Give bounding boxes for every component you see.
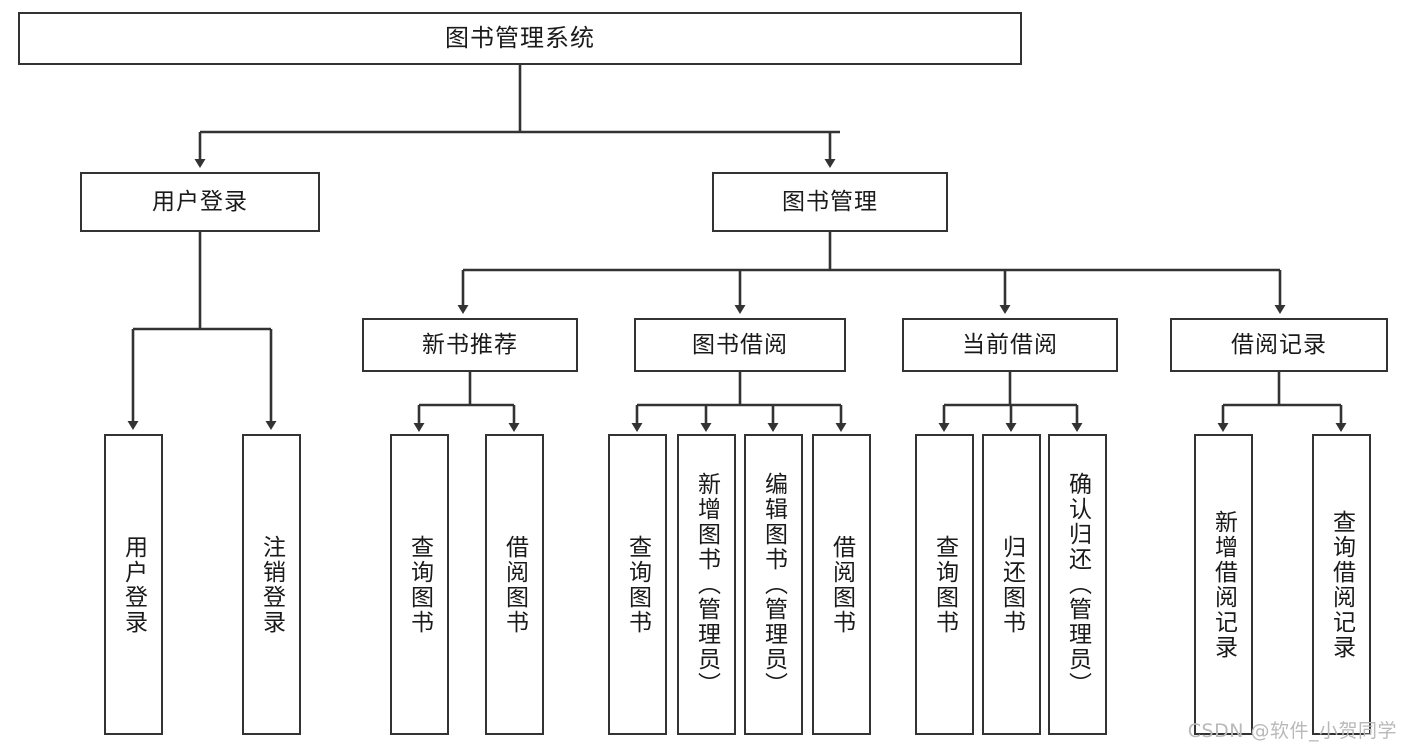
node-borrow-record[interactable]: 借阅记录 (1170, 318, 1388, 372)
node-leaf-query-record[interactable]: 查询借阅记录 (1312, 434, 1371, 735)
node-book-manage[interactable]: 图书管理 (712, 172, 948, 232)
node-leaf-logout-label: 注销登录 (258, 534, 285, 635)
node-root-label: 图书管理系统 (445, 23, 595, 52)
node-book-borrow-label: 图书借阅 (692, 331, 788, 358)
node-leaf-borrow-book-2[interactable]: 借阅图书 (812, 434, 871, 735)
node-current-borrow-label: 当前借阅 (962, 331, 1058, 358)
node-book-borrow[interactable]: 图书借阅 (634, 318, 846, 372)
node-leaf-confirm-return[interactable]: 确认归还（管理员） (1048, 434, 1107, 735)
node-leaf-query-book-3[interactable]: 查询图书 (915, 434, 974, 735)
node-leaf-query-record-label: 查询借阅记录 (1328, 509, 1355, 660)
node-root[interactable]: 图书管理系统 (18, 12, 1022, 65)
node-user-login[interactable]: 用户登录 (80, 172, 320, 232)
node-leaf-query-book-2-label: 查询图书 (624, 534, 651, 635)
node-leaf-user-login[interactable]: 用户登录 (104, 434, 163, 735)
node-leaf-return-book[interactable]: 归还图书 (982, 434, 1041, 735)
node-leaf-query-book-1[interactable]: 查询图书 (390, 434, 449, 735)
node-leaf-add-record-label: 新增借阅记录 (1210, 509, 1237, 660)
node-leaf-add-book-label: 新增图书（管理员） (693, 472, 720, 697)
node-leaf-query-book-3-label: 查询图书 (931, 534, 958, 635)
node-new-book-rec-label: 新书推荐 (422, 331, 518, 358)
node-borrow-record-label: 借阅记录 (1231, 331, 1327, 358)
node-leaf-return-book-label: 归还图书 (998, 534, 1025, 635)
node-leaf-logout[interactable]: 注销登录 (242, 434, 301, 735)
node-leaf-borrow-book-1-label: 借阅图书 (501, 534, 528, 635)
node-leaf-query-book-1-label: 查询图书 (406, 534, 433, 635)
node-leaf-add-book[interactable]: 新增图书（管理员） (677, 434, 736, 735)
node-leaf-borrow-book-1[interactable]: 借阅图书 (485, 434, 544, 735)
node-leaf-edit-book[interactable]: 编辑图书（管理员） (744, 434, 803, 735)
node-user-login-label: 用户登录 (152, 188, 248, 215)
node-leaf-add-record[interactable]: 新增借阅记录 (1194, 434, 1253, 735)
node-leaf-edit-book-label: 编辑图书（管理员） (760, 472, 787, 697)
node-book-manage-label: 图书管理 (782, 188, 878, 215)
watermark-text: CSDN @软件_小贺同学 (1187, 720, 1397, 742)
node-leaf-borrow-book-2-label: 借阅图书 (828, 534, 855, 635)
node-leaf-user-login-label: 用户登录 (120, 534, 147, 635)
node-leaf-query-book-2[interactable]: 查询图书 (608, 434, 667, 735)
node-new-book-rec[interactable]: 新书推荐 (362, 318, 578, 372)
node-leaf-confirm-return-label: 确认归还（管理员） (1064, 472, 1091, 697)
node-current-borrow[interactable]: 当前借阅 (902, 318, 1118, 372)
